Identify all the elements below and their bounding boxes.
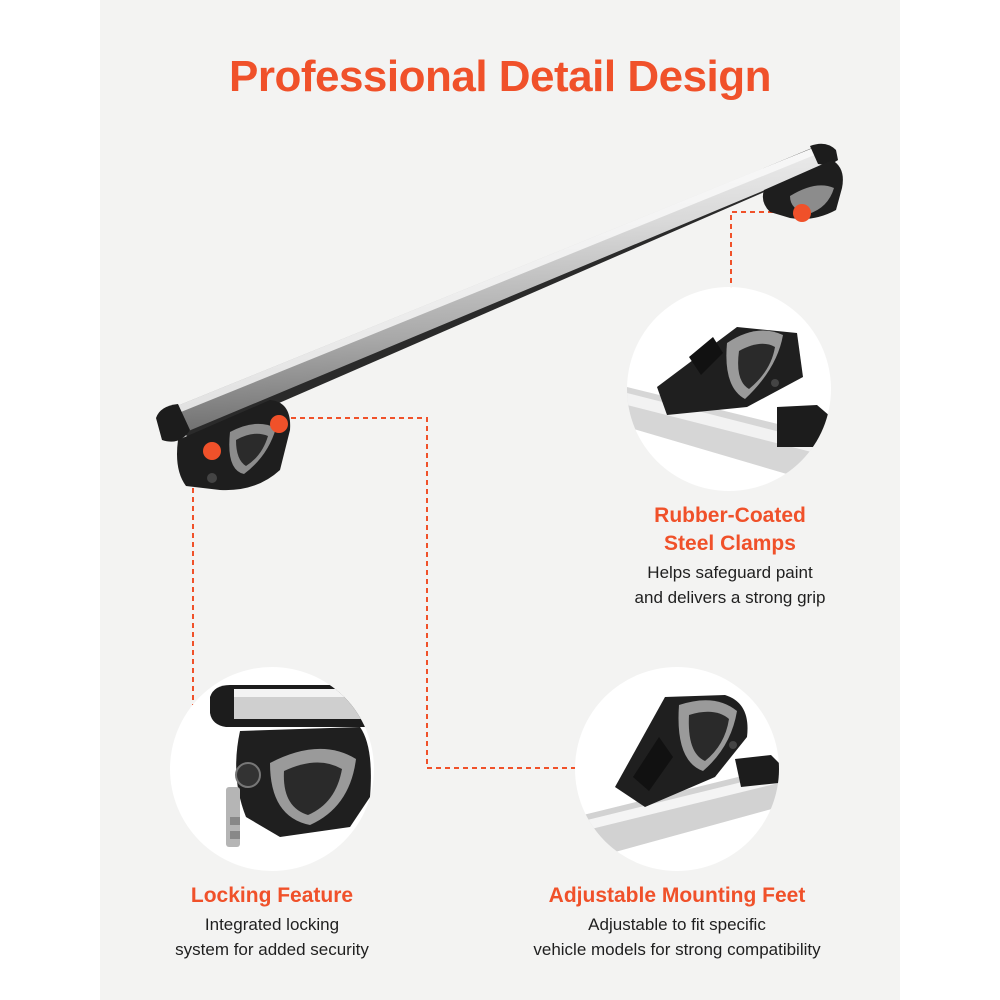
leader-line-clamps — [730, 211, 800, 290]
feature-feet-title: Adjustable Mounting Feet — [548, 884, 806, 907]
clamp-closeup-image — [627, 287, 831, 491]
marker-locking — [203, 442, 221, 460]
feature-feet: Adjustable Mounting Feet Adjustable to f… — [477, 882, 877, 962]
feature-clamps-title-line1: Rubber-Coated — [654, 504, 806, 527]
foot-closeup-image — [575, 667, 779, 871]
page-title: Professional Detail Design — [228, 52, 772, 101]
feature-clamps-title-line2: Steel Clamps — [664, 532, 796, 555]
feature-feet-desc-line1: Adjustable to fit specific — [588, 915, 766, 934]
left-foot — [177, 400, 291, 491]
feature-clamps: Rubber-Coated Steel Clamps Helps safegua… — [580, 502, 880, 610]
feature-locking: Locking Feature Integrated locking syste… — [122, 882, 422, 962]
feature-locking-title: Locking Feature — [190, 884, 354, 907]
feature-clamps-desc-line2: and delivers a strong grip — [634, 588, 826, 607]
feature-clamps-desc-line1: Helps safeguard paint — [647, 563, 813, 582]
feature-locking-desc-line1: Integrated locking — [204, 915, 340, 934]
feature-feet-desc-line2: vehicle models for strong compatibility — [533, 940, 821, 959]
leader-line-feet — [282, 417, 580, 769]
lock-closeup-image — [170, 667, 374, 871]
marker-feet — [270, 415, 288, 433]
marker-clamps — [793, 204, 811, 222]
feature-locking-desc-line2: system for added security — [175, 940, 369, 959]
crossbar — [156, 143, 838, 442]
